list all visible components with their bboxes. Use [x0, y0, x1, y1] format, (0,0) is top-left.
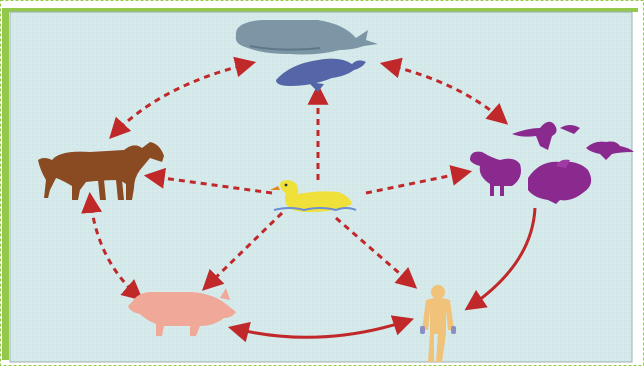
top-green-bar — [2, 8, 638, 12]
left-green-bar — [2, 8, 9, 360]
